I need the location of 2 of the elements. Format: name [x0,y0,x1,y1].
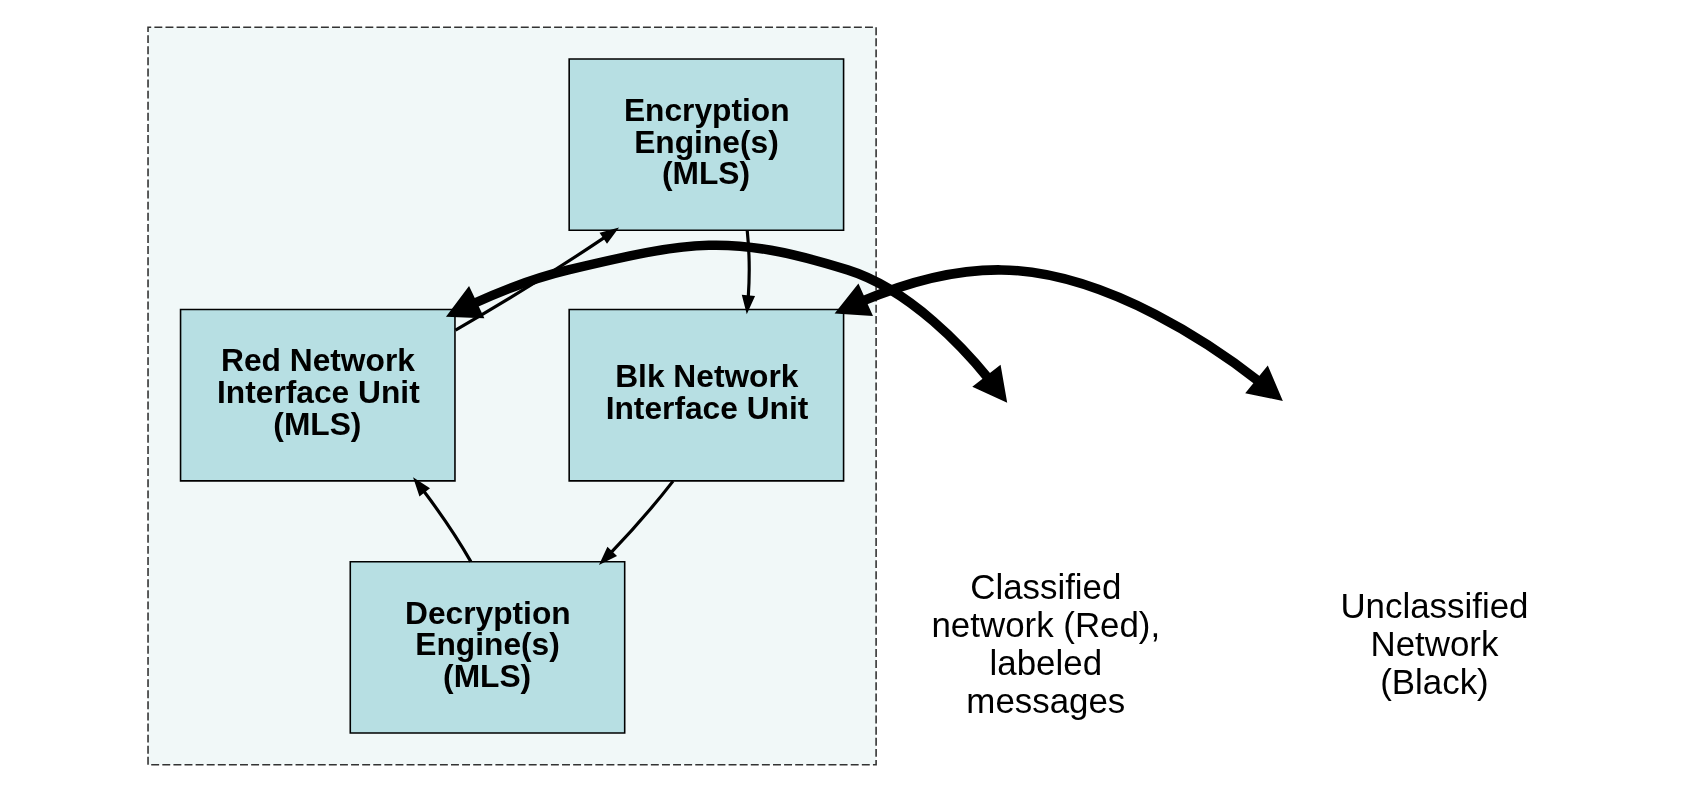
label: Classified network (Red), labeled messages [931,567,1161,721]
label: Unclassified Network (Black) [1340,586,1529,702]
